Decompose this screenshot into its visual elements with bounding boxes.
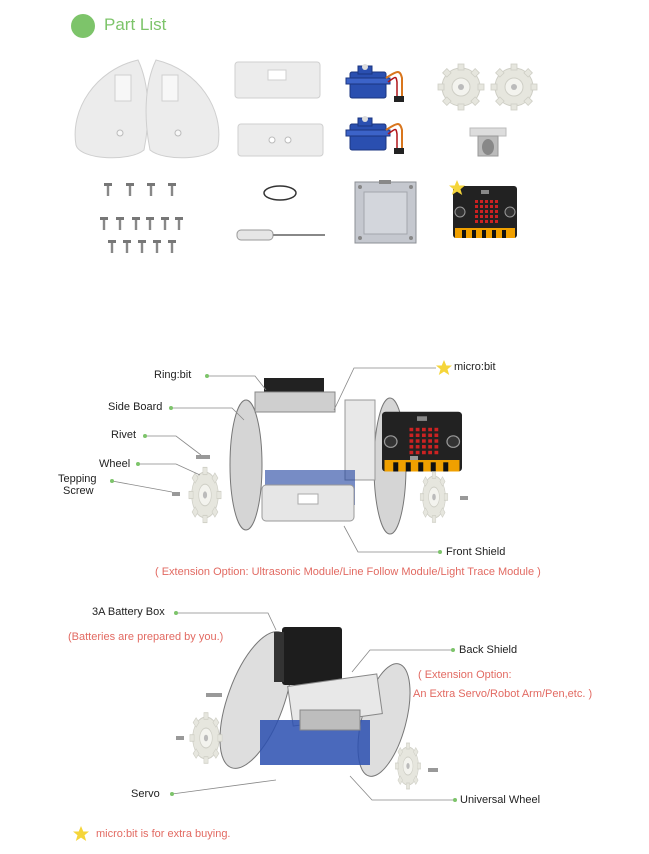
leader-lines (111, 367, 456, 801)
label-battery-box: 3A Battery Box (92, 606, 165, 618)
servos-illustration (345, 63, 405, 155)
universal-wheel-part-illustration (469, 127, 507, 157)
rubber-band-and-screwdriver-illustration (236, 185, 325, 241)
page-title: Part List (104, 15, 167, 34)
footer-star-icon (73, 826, 89, 841)
title-bullet-icon (71, 14, 95, 38)
label-side-board: Side Board (108, 401, 163, 413)
label-universal-wheel: Universal Wheel (460, 794, 541, 806)
label-tepping: Tepping (58, 473, 97, 485)
label-rivet: Rivet (111, 429, 137, 441)
ringbit-board-illustration (354, 180, 417, 244)
extension-option-note-2-line1: ( Extension Option: (418, 669, 512, 681)
extension-option-note-2-line2: An Extra Servo/Robot Arm/Pen,etc. ) (413, 688, 593, 700)
footer-note: micro:bit is for extra buying. (96, 828, 231, 840)
extension-option-note-1: ( Extension Option: Ultrasonic Module/Li… (155, 566, 541, 578)
label-front-shield: Front Shield (446, 546, 506, 558)
label-servo: Servo (131, 788, 160, 800)
label-screw: Screw (63, 485, 94, 497)
label-wheel: Wheel (99, 458, 131, 470)
label-ringbit: Ring:bit (154, 369, 192, 381)
microbit-star-icon (436, 360, 452, 375)
back-assembly-illustration (176, 627, 438, 790)
front-back-shields-illustration (234, 61, 324, 157)
front-assembly-illustration (172, 378, 468, 535)
microbit-part-illustration (449, 180, 518, 239)
label-back-shield: Back Shield (459, 644, 518, 656)
side-boards-illustration (74, 59, 220, 159)
screws-rivets-illustration (100, 183, 183, 253)
gears-illustration (437, 63, 538, 111)
leader-dots (110, 374, 457, 802)
batteries-note: (Batteries are prepared by you.) (68, 631, 224, 643)
label-microbit: micro:bit (454, 361, 496, 373)
